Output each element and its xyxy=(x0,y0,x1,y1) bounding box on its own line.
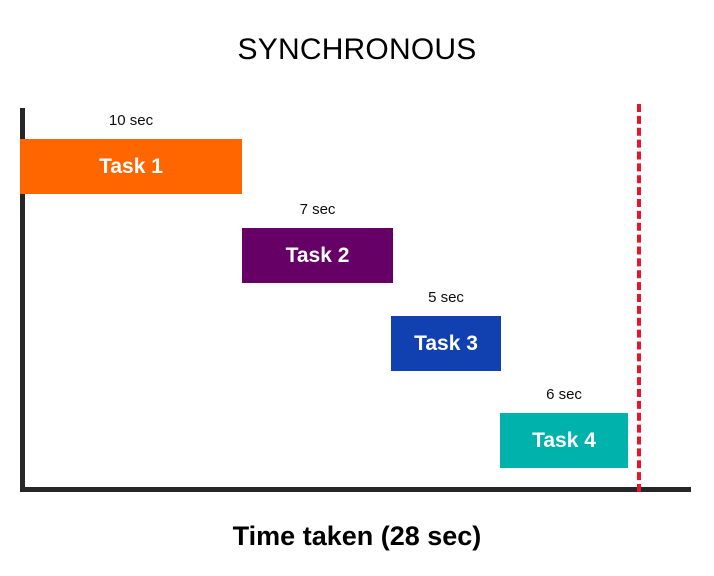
plot-area: 10 sec Task 1 7 sec Task 2 5 sec Task 3 … xyxy=(20,104,691,492)
y-axis-line xyxy=(20,108,25,492)
duration-label-task-3: 5 sec xyxy=(428,289,464,306)
bar-label-task-1: Task 1 xyxy=(99,154,163,178)
duration-label-task-4: 6 sec xyxy=(546,386,582,403)
duration-label-task-1: 10 sec xyxy=(108,112,154,129)
deadline-dashed-line xyxy=(637,104,641,492)
bar-label-task-2: Task 2 xyxy=(285,243,350,267)
bar-task-4[interactable]: Task 4 xyxy=(500,413,628,468)
bar-task-1[interactable]: Task 1 xyxy=(20,139,242,194)
bar-task-3[interactable]: Task 3 xyxy=(391,316,501,371)
x-axis-line xyxy=(20,487,691,492)
bar-label-task-3: Task 3 xyxy=(414,331,478,355)
bar-task-2[interactable]: Task 2 xyxy=(242,228,393,283)
bar-label-task-4: Task 4 xyxy=(532,428,596,452)
chart-title: SYNCHRONOUS xyxy=(237,33,477,66)
duration-label-task-2: 7 sec xyxy=(299,201,336,218)
chart-caption: Time taken (28 sec) xyxy=(232,521,482,551)
